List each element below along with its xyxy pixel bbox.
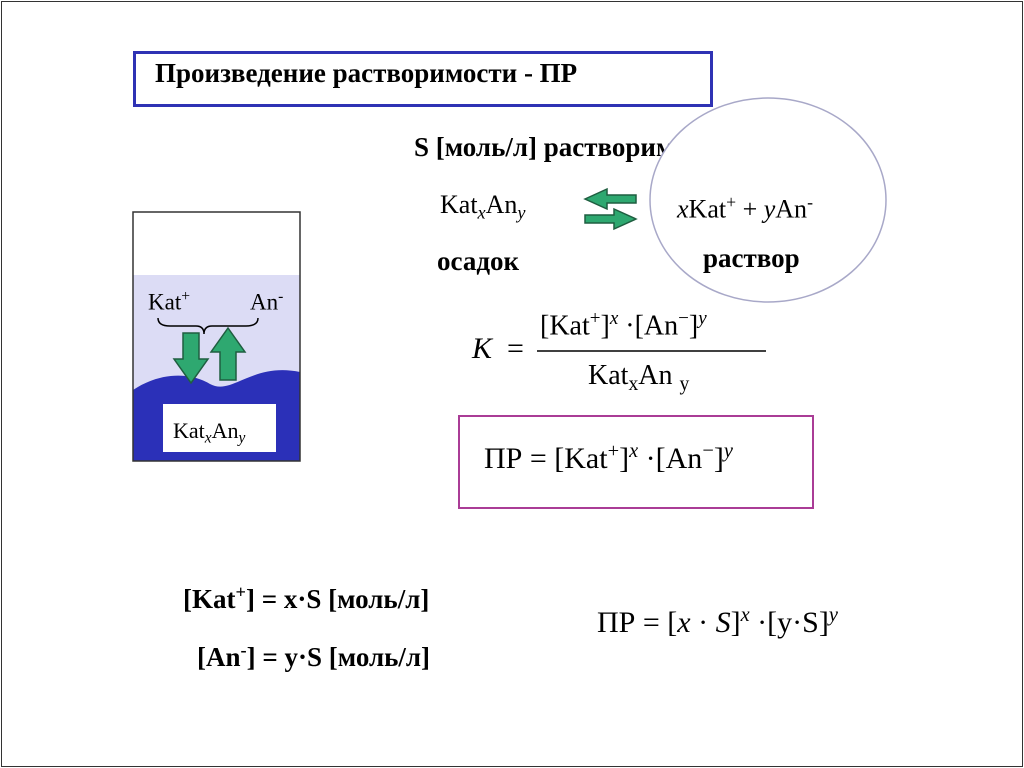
anion-concentration: [An-] = y·S [моль/л] bbox=[197, 640, 431, 673]
cation-concentration: [Kat+] = x·S [моль/л] bbox=[183, 582, 430, 615]
k-symbol: K bbox=[472, 332, 493, 365]
equilibrium-right: xKat+ + yAn- bbox=[677, 192, 813, 224]
solution-ellipse bbox=[649, 97, 887, 303]
precipitate-formula: KatxAny bbox=[173, 418, 246, 447]
slide-title: Произведение растворимости - ПР bbox=[155, 58, 578, 88]
k-equals: = bbox=[507, 332, 524, 365]
beaker-outline bbox=[132, 211, 301, 462]
anion-label: An- bbox=[250, 288, 284, 315]
equilibrium-arrows-icon bbox=[583, 187, 638, 231]
precipitate-caption: осадок bbox=[437, 246, 520, 276]
precipitate-label-box bbox=[163, 404, 276, 452]
k-denominator: KatxAn y bbox=[588, 360, 690, 395]
pp-formula-box bbox=[458, 415, 814, 509]
cation-label: Kat+ bbox=[148, 288, 191, 315]
down-arrow-icon bbox=[172, 332, 210, 385]
brace-icon bbox=[157, 317, 259, 335]
up-arrow-icon bbox=[209, 326, 247, 381]
title-box bbox=[133, 51, 713, 107]
pp-solubility-formula: ПР = [x · S]x ·[y·S]y bbox=[597, 604, 838, 640]
beaker bbox=[132, 211, 301, 462]
pp-formula: ПР = [Kat+]x ·[An−]y bbox=[484, 440, 733, 476]
equilibrium-left: KatxAny bbox=[440, 190, 526, 223]
solution-caption: раствор bbox=[703, 243, 800, 273]
k-numerator: [Kat+]x ·[An−]y bbox=[540, 308, 707, 342]
